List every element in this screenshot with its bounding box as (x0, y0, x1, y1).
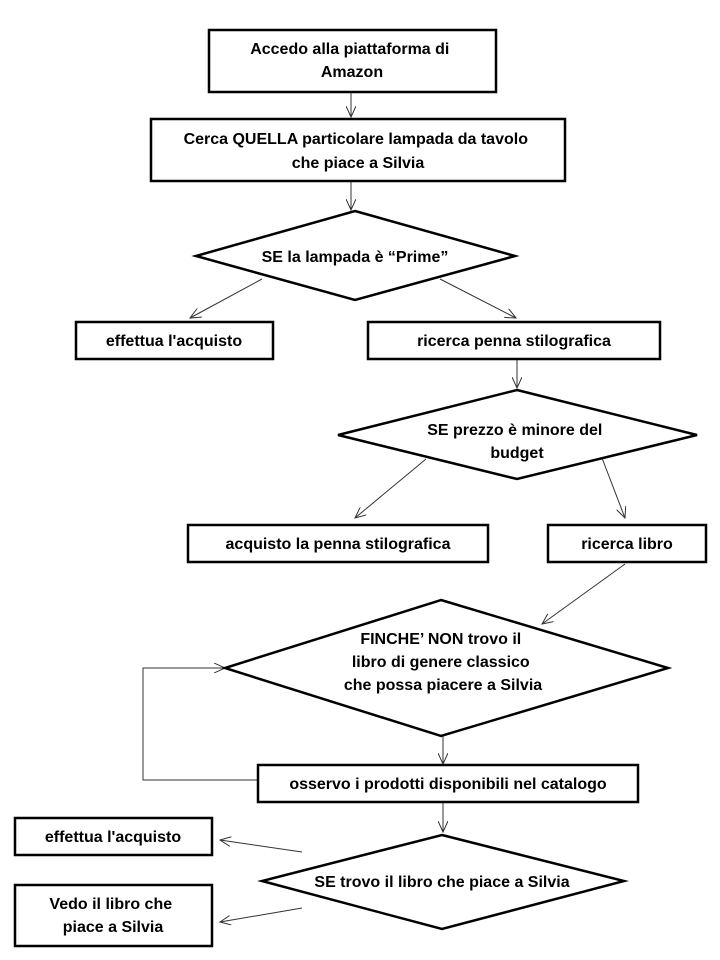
node-box-accedo (207, 28, 498, 94)
node-label-vedo-libro: Vedo il libro che piace a Silvia (49, 896, 176, 936)
node-label-acquisto-penna: acquisto la penna stilografica (226, 536, 451, 553)
node-box-ricerca-libro (546, 523, 708, 564)
arrow-ricerca-libro-to-finche (542, 563, 626, 624)
node-label-acquisto-libro: effettua l'acquisto (45, 829, 181, 846)
shapes (13, 28, 708, 948)
node-diamond-se-trovo (257, 833, 629, 931)
node-box-acquisto-libro (13, 816, 214, 857)
arrow-se-trovo-to-acquisto-libro (220, 840, 303, 853)
node-label-osservo: osservo i prodotti disponibili nel catal… (289, 776, 607, 793)
connectors (142, 92, 626, 922)
arrow-loop-back-to-finche (142, 668, 258, 781)
arrow-se-prezzo-to-ricerca-libro (601, 457, 625, 518)
node-label-finche-non: FINCHE’ NON trovo il libro di genere cla… (344, 631, 542, 694)
arrow-se-trovo-to-vedo-libro (220, 907, 303, 922)
node-diamond-finche-non (220, 598, 673, 738)
arrow-se-prime-to-penna (439, 278, 516, 318)
node-label-cerca-lampada: Cerca QUELLA particolare lampada da tavo… (184, 131, 533, 172)
arrow-se-prezzo-to-acquisto-penna (355, 458, 427, 518)
node-label-ricerca-libro: ricerca libro (581, 536, 673, 553)
node-label-ricerca-penna: ricerca penna stilografica (417, 333, 611, 350)
arrow-se-prime-to-acquisto (190, 278, 263, 318)
node-label-se-prime: SE la lampada è “Prime” (262, 249, 449, 266)
labels: Accedo alla piattaforma di Amazon Cerca … (45, 41, 673, 936)
node-diamond-se-prime (191, 209, 520, 302)
node-box-vedo-libro (13, 883, 214, 948)
node-box-acquisto-penna (186, 523, 490, 564)
node-box-acquisto-lampada (74, 320, 275, 361)
node-label-acquisto-lampada: effettua l'acquisto (106, 333, 242, 350)
node-label-accedo: Accedo alla piattaforma di Amazon (250, 41, 454, 81)
node-box-cerca-lampada (149, 117, 567, 183)
node-label-se-trovo: SE trovo il libro che piace a Silvia (314, 874, 569, 891)
node-label-se-prezzo: SE prezzo è minore del budget (427, 422, 607, 462)
node-box-ricerca-penna (366, 320, 662, 361)
node-diamond-se-prezzo (337, 388, 698, 481)
node-box-osservo (256, 763, 640, 804)
